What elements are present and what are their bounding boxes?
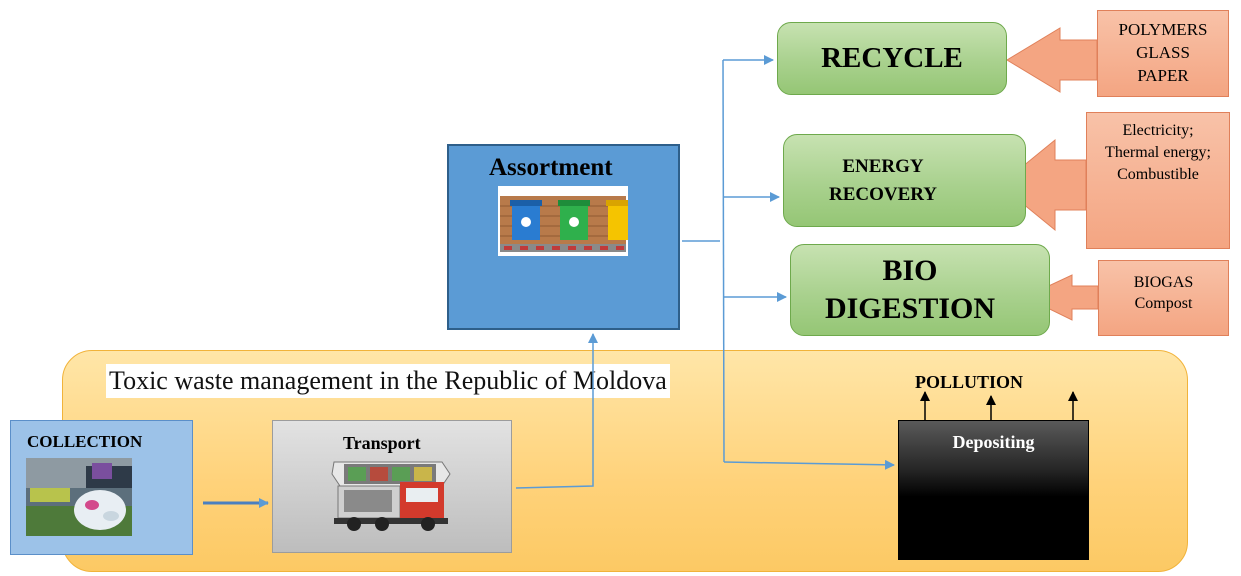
recycle-box <box>777 22 1007 95</box>
output-electricity: Electricity; <box>1122 122 1194 139</box>
recycle-label: RECYCLE <box>821 42 963 74</box>
bio-digestion-label: BIO DIGESTION <box>790 244 1030 336</box>
output-paper: PAPER <box>1137 66 1189 85</box>
output-biogas: BIOGAS <box>1133 274 1194 291</box>
arrow-to-depositing <box>723 459 895 470</box>
branch-trunk <box>722 59 725 463</box>
block-arrow-electricity <box>999 138 1087 232</box>
pollution-label: POLLUTION <box>915 372 1024 392</box>
assortment-label: Assortment <box>489 154 613 181</box>
bio-digestion-box <box>790 244 1050 336</box>
bio-digestion-line-1: BIO <box>882 254 938 287</box>
output-polymers: POLYMERS <box>1118 20 1208 39</box>
output-thermal-energy: Thermal energy; <box>1105 144 1211 161</box>
arrow-transport-assortment <box>515 333 598 489</box>
bio-outputs-box <box>1098 260 1229 336</box>
output-combustible: Combustible <box>1117 166 1199 183</box>
depositing-box <box>898 420 1089 560</box>
block-arrow-polymers <box>1006 27 1098 93</box>
energy-recovery-line-2: RECOVERY <box>828 183 938 205</box>
energy-recovery-line-1: ENERGY <box>842 155 924 177</box>
recycling-bins-image <box>498 186 628 256</box>
bio-outputs-text: BIOGAS Compost <box>1098 272 1229 314</box>
bio-digestion-line-2: DIGESTION <box>824 292 996 325</box>
energy-recovery-box <box>783 134 1026 227</box>
transport-label: Transport <box>343 433 421 453</box>
recycle-outputs-text: POLYMERS GLASS PAPER <box>1097 18 1229 87</box>
region-title: Toxic waste management in the Republic o… <box>106 364 670 398</box>
waste-bag-image <box>26 458 132 536</box>
energy-outputs-box <box>1086 112 1230 249</box>
energy-recovery-label: ENERGY RECOVERY <box>783 134 983 227</box>
depositing-label: Depositing <box>952 432 1035 452</box>
collection-photo <box>26 458 132 536</box>
truck-image <box>330 456 452 532</box>
output-glass: GLASS <box>1136 43 1190 62</box>
output-compost: Compost <box>1134 295 1193 312</box>
collection-label: COLLECTION <box>27 432 143 451</box>
recycle-outputs-box <box>1097 10 1229 97</box>
energy-outputs-text: Electricity; Thermal energy; Combustible <box>1086 120 1230 186</box>
